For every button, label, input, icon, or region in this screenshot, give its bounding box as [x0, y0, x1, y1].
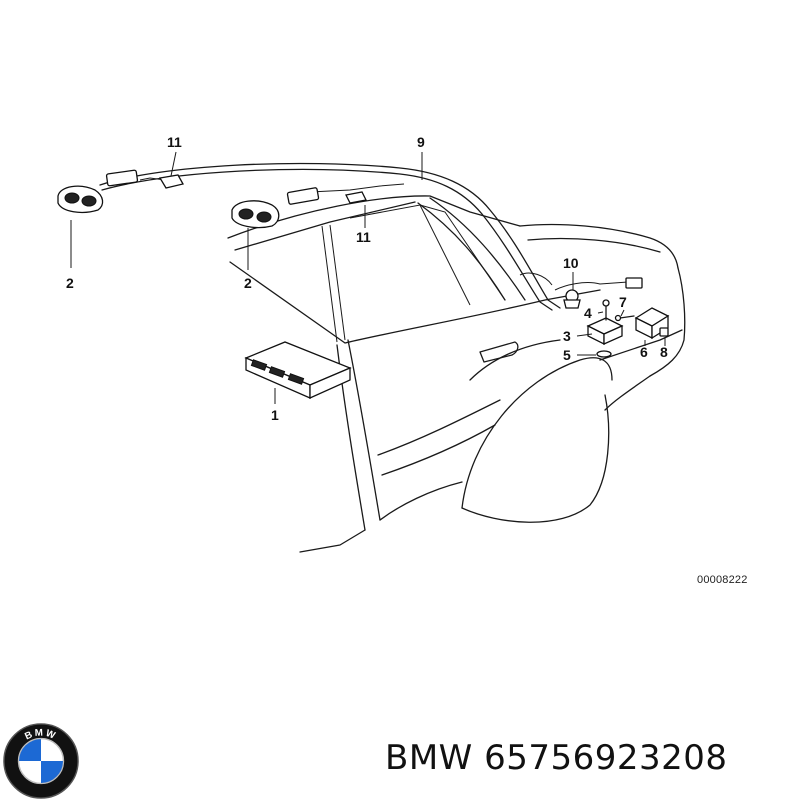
callout-6: 6 — [640, 344, 648, 360]
callout-11-top: 11 — [167, 134, 182, 150]
callout-11-bottom: 11 — [356, 229, 371, 245]
sensor-parts — [586, 299, 670, 358]
svg-text:BMW: BMW — [23, 727, 58, 742]
callout-10: 10 — [563, 255, 579, 271]
diagram-reference-number: 00008222 — [697, 574, 748, 586]
logo-letters: BMW — [23, 727, 56, 742]
connectors — [105, 169, 643, 309]
bmw-logo-icon: BMW — [3, 723, 79, 799]
callout-2-right: 2 — [244, 275, 252, 291]
part-caption: BMW 65756923208 — [385, 738, 728, 778]
callout-4: 4 — [584, 305, 592, 321]
loudspeaker-right — [231, 200, 280, 229]
callout-3: 3 — [563, 328, 571, 344]
callout-1: 1 — [271, 407, 279, 423]
leader-lines — [70, 151, 666, 404]
callout-8: 8 — [660, 344, 668, 360]
loudspeaker-left — [57, 185, 104, 214]
control-unit — [244, 341, 352, 400]
callout-9: 9 — [417, 134, 425, 150]
callout-labels: 1 2 2 3 4 5 6 7 8 9 10 11 11 — [66, 134, 668, 423]
callout-7: 7 — [619, 294, 627, 310]
callout-2-left: 2 — [66, 275, 74, 291]
car-body — [227, 195, 686, 553]
callout-5: 5 — [563, 347, 571, 363]
wiring-harness — [99, 162, 629, 311]
